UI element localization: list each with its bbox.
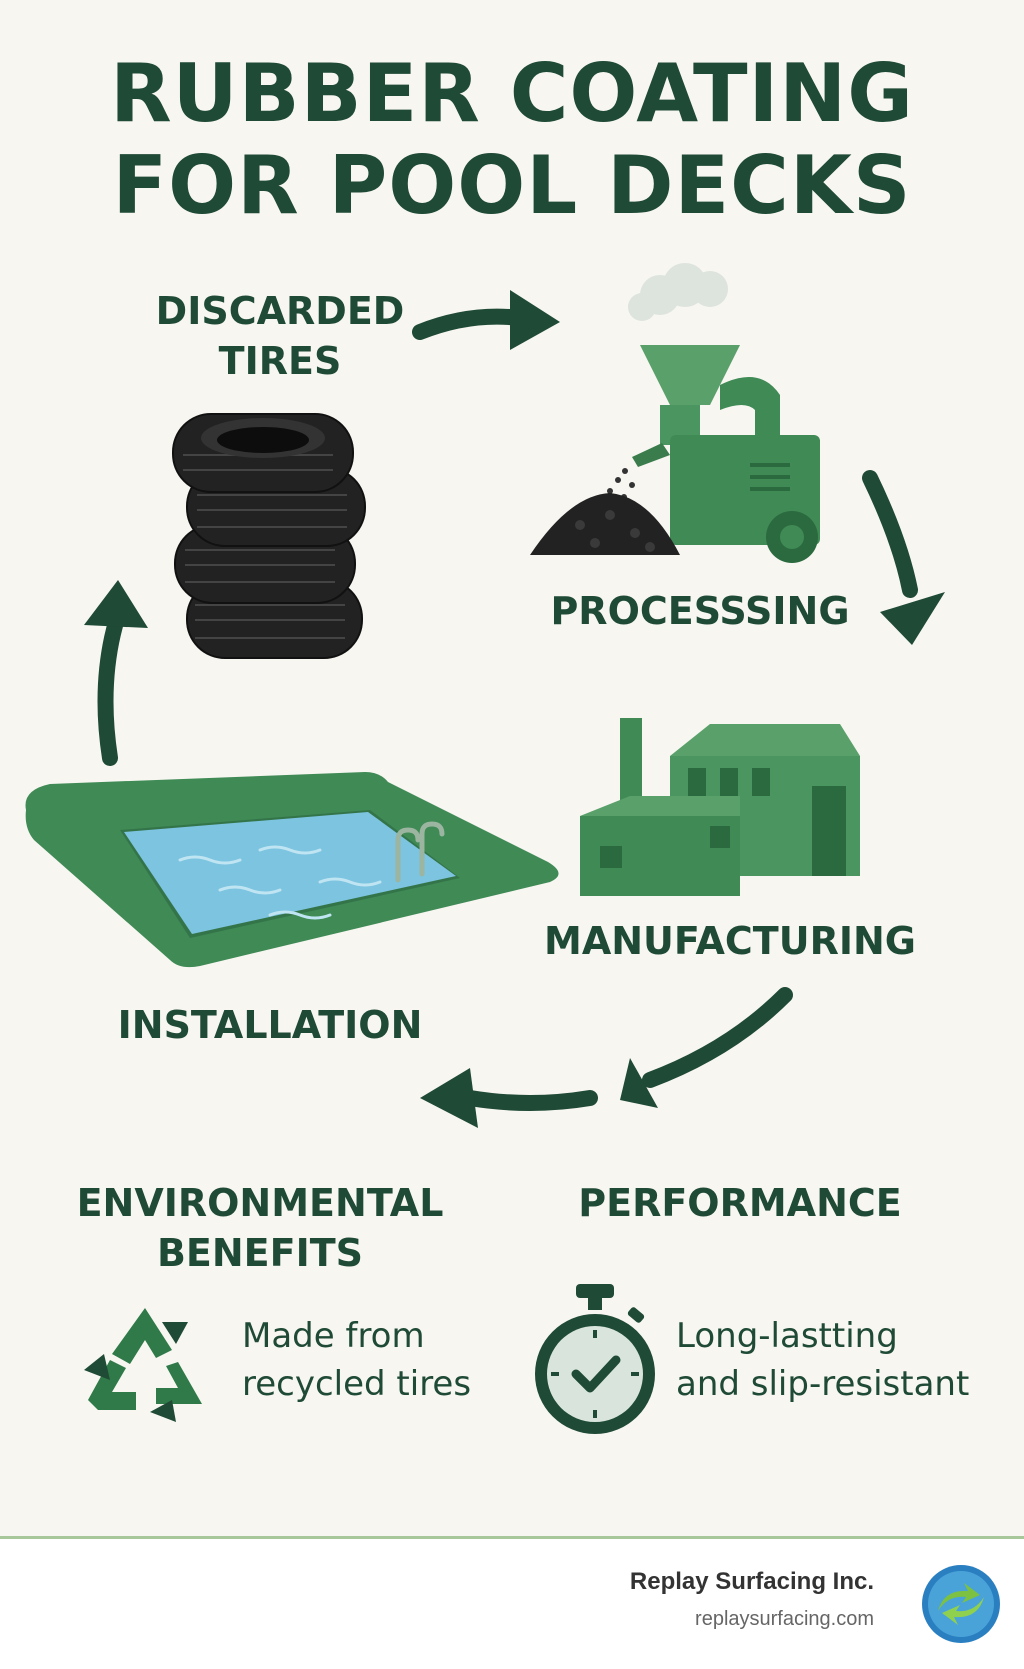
arrow-head-3 bbox=[620, 1058, 658, 1108]
stopwatch-icon bbox=[535, 1284, 655, 1434]
step-label-processing: PROCESSSING bbox=[550, 589, 850, 633]
arrow-head-1 bbox=[510, 290, 560, 350]
pool-deck-icon bbox=[25, 772, 559, 968]
page-title: RUBBER COATING FOR POOL DECKS bbox=[0, 48, 1024, 232]
environmental-benefits-heading: ENVIRONMENTAL BENEFITS bbox=[76, 1181, 444, 1275]
shredder-machine-icon bbox=[530, 263, 820, 563]
factory-icon bbox=[580, 718, 860, 896]
step-label-installation: INSTALLATION bbox=[117, 1003, 423, 1047]
performance-heading: PERFORMANCE bbox=[578, 1181, 902, 1225]
arrow-head-2 bbox=[880, 592, 945, 645]
title-line-2: FOR POOL DECKS bbox=[112, 139, 912, 232]
arrow-head-4 bbox=[420, 1068, 478, 1128]
company-name: Replay Surfacing Inc. bbox=[629, 1568, 874, 1595]
footer bbox=[0, 1536, 1024, 1669]
company-url[interactable]: replaysurfacing.com bbox=[695, 1608, 874, 1630]
performance-text: Long-lastting and slip-resistant bbox=[676, 1316, 970, 1404]
environmental-benefits-text: Made from recycled tires bbox=[242, 1316, 472, 1404]
step-label-manufacturing: MANUFACTURING bbox=[544, 919, 916, 963]
step-label-discarded-tires: DISCARDED TIRES bbox=[155, 289, 405, 383]
arrow-head-5 bbox=[84, 580, 148, 628]
recycle-icon bbox=[84, 1308, 202, 1422]
title-line-1: RUBBER COATING bbox=[110, 47, 914, 140]
company-logo-icon bbox=[922, 1565, 1000, 1643]
tire-stack-icon bbox=[172, 413, 366, 659]
